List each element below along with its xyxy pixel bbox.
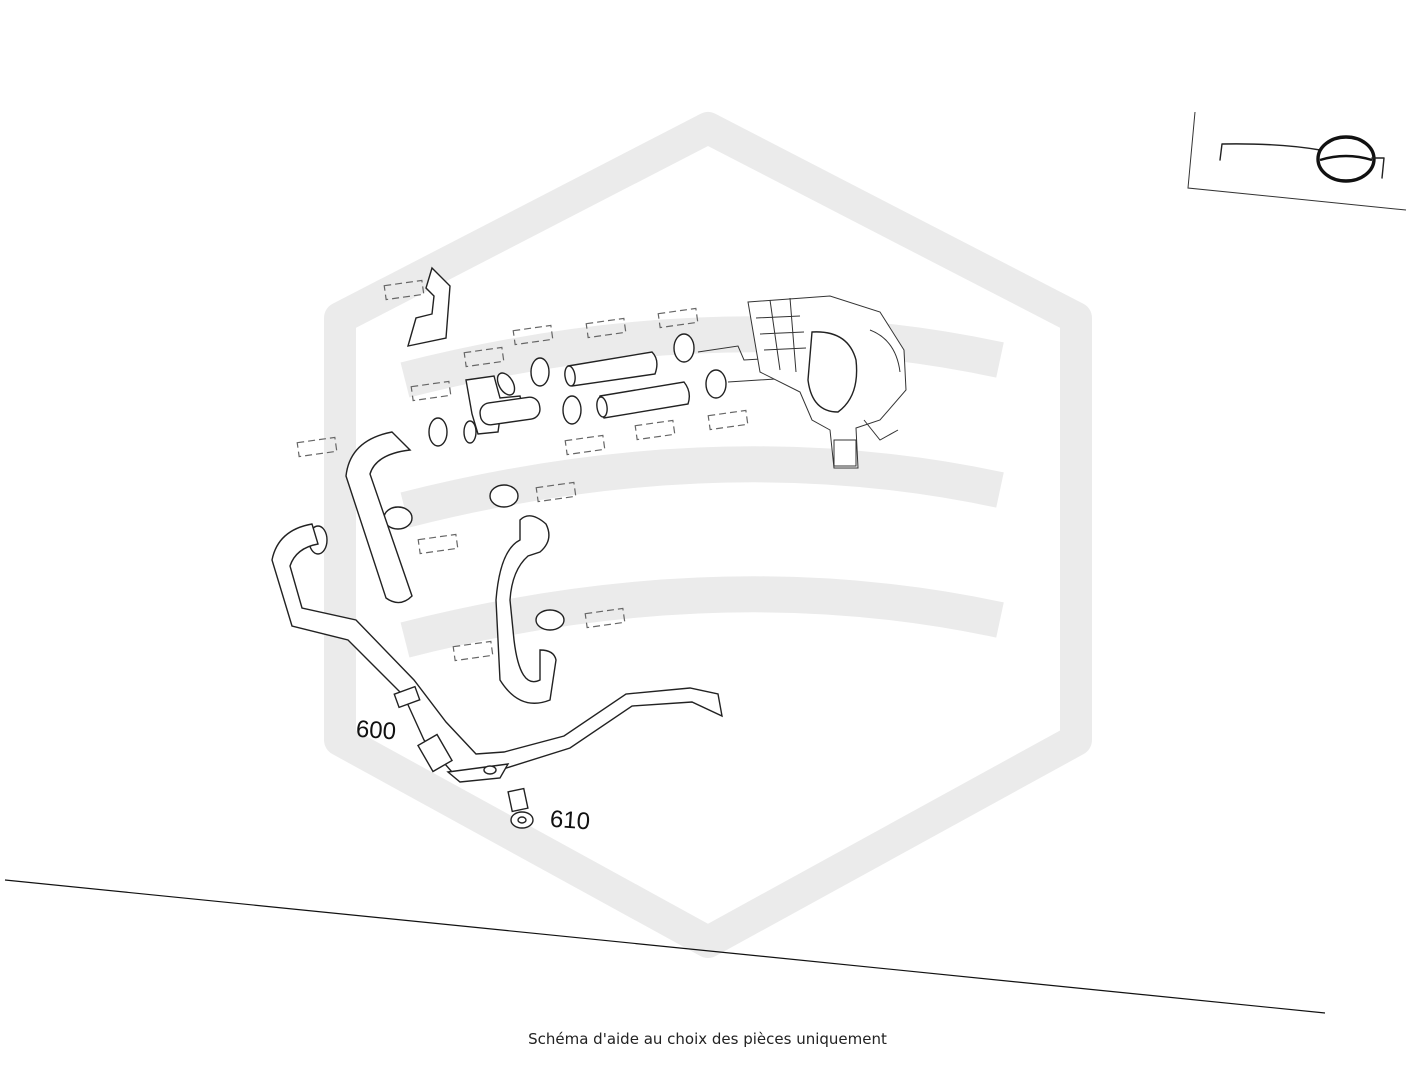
curved-hose-center bbox=[495, 515, 557, 704]
frame-line-bottom bbox=[4, 879, 1326, 1014]
heater-valve bbox=[463, 372, 541, 444]
diagram-caption: Schéma d'aide au choix des pièces unique… bbox=[528, 1030, 887, 1048]
curved-hose-left bbox=[345, 431, 413, 604]
watermark-logo bbox=[324, 112, 1092, 958]
short-hoses bbox=[564, 351, 691, 419]
coolant-pipe-600 bbox=[271, 523, 723, 783]
frame-line-top-right bbox=[1187, 111, 1407, 211]
callout-600[interactable]: 600 bbox=[355, 716, 397, 746]
mounting-bracket bbox=[407, 266, 451, 347]
bolt-610 bbox=[507, 787, 534, 829]
callout-610[interactable]: 610 bbox=[549, 806, 591, 836]
placeholder-callouts bbox=[296, 279, 749, 662]
hose-clamps bbox=[308, 333, 727, 631]
heater-core-assembly bbox=[747, 295, 907, 469]
vehicle-component-icon bbox=[1219, 135, 1385, 183]
